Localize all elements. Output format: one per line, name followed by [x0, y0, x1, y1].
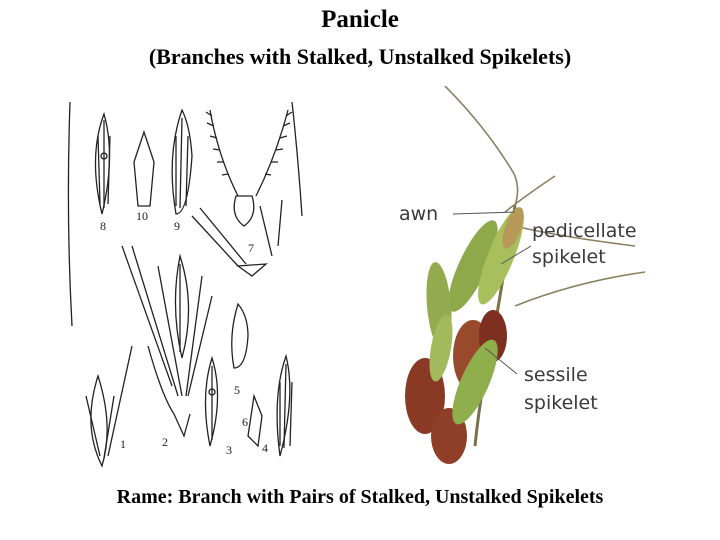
figure-number: 7: [248, 241, 254, 255]
figure-number: 2: [162, 435, 168, 449]
glume-figure-6: [248, 396, 262, 446]
figure-number: 5: [234, 383, 240, 397]
figure-number: 6: [242, 415, 248, 429]
border-stroke: [292, 102, 302, 216]
awn-leader: [453, 212, 515, 214]
border-stroke: [68, 102, 72, 326]
label-pedicellate-line1: pedicellate: [532, 220, 637, 243]
spikelet-central: [175, 256, 188, 358]
spike-figure-7: [210, 110, 238, 196]
figure-number: 3: [226, 443, 232, 457]
figure-number: 4: [262, 441, 268, 455]
glume-figure-4: [277, 356, 290, 456]
figure-number: 10: [136, 209, 148, 223]
page-subtitle: (Branches with Stalked, Unstalked Spikel…: [0, 44, 720, 70]
label-awn: awn: [399, 203, 438, 226]
figure-number: 8: [100, 219, 106, 233]
figure-caption: Rame: Branch with Pairs of Stalked, Unst…: [0, 486, 720, 509]
label-pedicellate-line2: spikelet: [532, 246, 606, 269]
page-title: Panicle: [0, 6, 720, 34]
figure-number: 1: [120, 437, 126, 451]
label-sessile-line2: spikelet: [524, 392, 598, 415]
glume-figure-5: [232, 304, 248, 368]
figure-number: 9: [174, 219, 180, 233]
label-sessile-line1: sessile: [524, 364, 588, 387]
glume-figure-8: [95, 114, 109, 214]
botanical-line-drawing: 8 10 9 7 5 1 2 3 6 4: [62, 96, 312, 476]
glume-figure-10: [134, 132, 154, 206]
